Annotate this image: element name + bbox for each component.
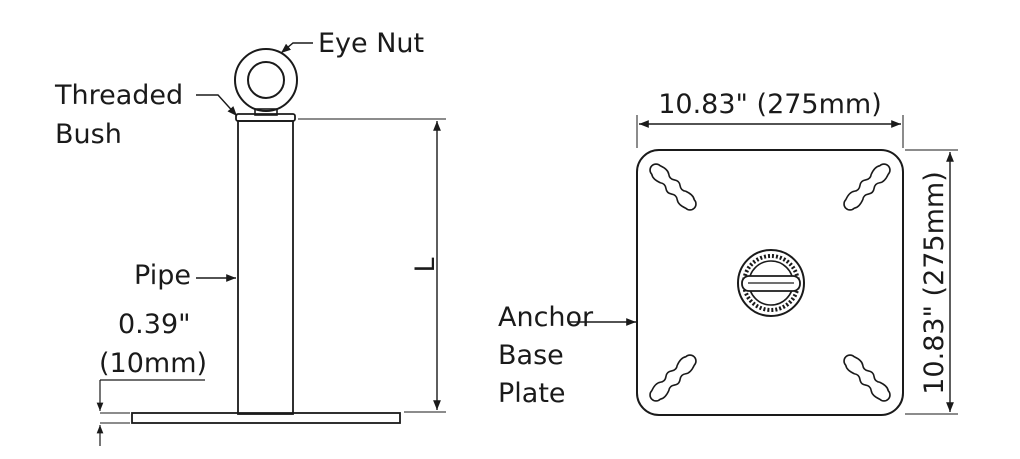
base-plate-side: [131, 412, 401, 424]
slot-top-right: [843, 163, 891, 211]
threaded-bush-label-line2: Bush: [55, 119, 122, 150]
anchor-label-line1: Anchor: [498, 302, 594, 333]
top-view: 10.83" (275mm) 10.83" (275mm) Anchor Bas…: [498, 89, 958, 416]
slot-bottom-right: [843, 354, 891, 402]
eye-nut-label: Eye Nut: [318, 28, 424, 59]
side-view: Eye Nut Threaded Bush Pipe L 0.39" (10mm…: [54, 28, 446, 446]
plate-thickness-inch: 0.39": [118, 309, 191, 340]
pipe: [237, 120, 294, 415]
length-dimension: L: [298, 118, 446, 413]
height-dimension: 10.83" (275mm): [905, 149, 958, 415]
anchor-label-line3: Plate: [498, 378, 566, 409]
anchor-base-plate: [636, 149, 904, 416]
width-dimension: 10.83" (275mm): [636, 89, 904, 148]
slot-top-left: [649, 163, 697, 211]
height-label: 10.83" (275mm): [919, 171, 950, 395]
width-label: 10.83" (275mm): [658, 89, 882, 120]
anchor-label-line2: Base: [498, 340, 564, 371]
slot-bottom-left: [649, 354, 697, 402]
eye-nut-top: [737, 249, 805, 317]
plate-thickness-dimension: 0.39" (10mm): [96, 309, 207, 446]
pipe-label: Pipe: [134, 260, 191, 291]
plate-thickness-mm: (10mm): [99, 348, 207, 379]
eye-nut: [234, 48, 298, 116]
length-label: L: [410, 257, 441, 272]
threaded-bush-label-line1: Threaded: [54, 80, 183, 111]
